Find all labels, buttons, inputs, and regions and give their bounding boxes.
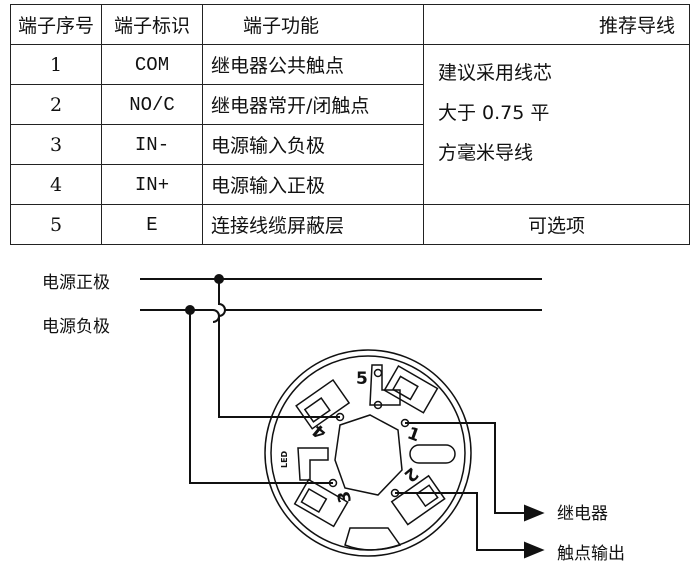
power-positive-label: 电源正极 <box>42 273 110 293</box>
cell-optional: 可选项 <box>423 204 690 245</box>
recommend-line: 建议采用线芯 <box>438 62 553 84</box>
cell-no: 5 <box>10 204 102 245</box>
wire-negative <box>189 310 333 484</box>
header-id: 端子标识 <box>101 4 203 45</box>
recommend-line: 大于 0.75 平 <box>438 102 550 124</box>
junction-dot <box>185 305 195 315</box>
led-label: LED <box>280 450 289 468</box>
cell-id: E <box>101 204 203 245</box>
power-negative-label: 电源负极 <box>42 317 110 337</box>
cell-recommend: 建议采用线芯大于 0.75 平方毫米导线 <box>423 44 690 205</box>
cell-func: 电源输入正极 <box>202 164 424 205</box>
junction-dot <box>214 274 224 284</box>
terminal-5-label: 5 <box>356 369 368 389</box>
arrow-icon <box>524 504 545 522</box>
terminal-1-label: 1 <box>405 423 423 446</box>
wire-positive <box>218 279 340 418</box>
terminal-3-label: 3 <box>334 489 356 504</box>
recommend-line: 方毫米导线 <box>438 142 534 164</box>
relay-label: 继电器 <box>557 504 608 524</box>
wire-contact <box>395 492 525 551</box>
terminal-4-label: 4 <box>309 420 331 443</box>
header-no: 端子序号 <box>10 4 102 45</box>
detector-base <box>264 349 472 557</box>
cell-func: 连接线缆屏蔽层 <box>202 204 424 245</box>
cell-func: 继电器公共触点 <box>202 44 424 85</box>
cell-no: 4 <box>10 164 102 205</box>
power-negative-line <box>140 309 542 323</box>
contact-output-label: 触点输出 <box>557 544 625 564</box>
wire-relay <box>405 422 525 514</box>
table-header: 端子序号 端子标识 端子功能 推荐导线 <box>10 4 690 45</box>
arrow-icon <box>524 541 545 559</box>
cell-id: IN- <box>101 124 203 165</box>
header-wire: 推荐导线 <box>423 4 690 45</box>
cell-func: 电源输入负极 <box>202 124 424 165</box>
cell-id: NO/C <box>101 84 203 125</box>
cell-id: IN+ <box>101 164 203 205</box>
